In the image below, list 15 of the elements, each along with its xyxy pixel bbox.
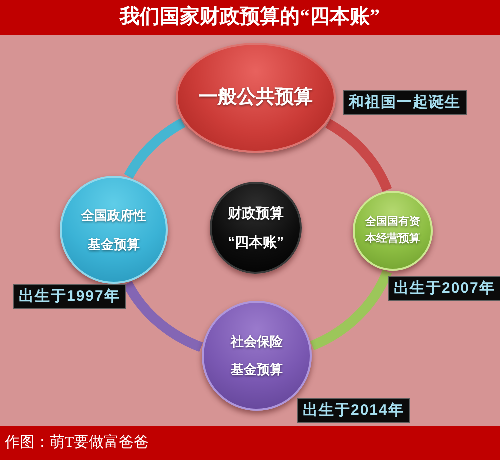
- title-bar: 我们国家财政预算的“四本账”: [0, 0, 500, 35]
- ring-arc: [124, 118, 186, 180]
- caption-tag: 出生于2014年: [297, 398, 410, 423]
- caption-tag: 出生于1997年: [13, 284, 126, 309]
- ring-arc: [310, 269, 392, 351]
- node-label: 一般公共预算: [198, 86, 314, 110]
- node-label: 全国政府性基金预算: [80, 207, 148, 254]
- caption-tag: 和祖国一起诞生: [343, 90, 467, 115]
- node-label: 全国国有资本经营预算: [364, 214, 422, 247]
- footer-bar: 作图：萌T要做富爸爸: [0, 426, 500, 460]
- node-label: 财政预算“四本账”: [227, 204, 285, 252]
- ring-arc: [325, 119, 392, 194]
- ring-arc: [123, 280, 204, 352]
- node-label: 社会保险基金预算: [230, 333, 284, 379]
- caption-tag: 出生于2007年: [388, 276, 500, 301]
